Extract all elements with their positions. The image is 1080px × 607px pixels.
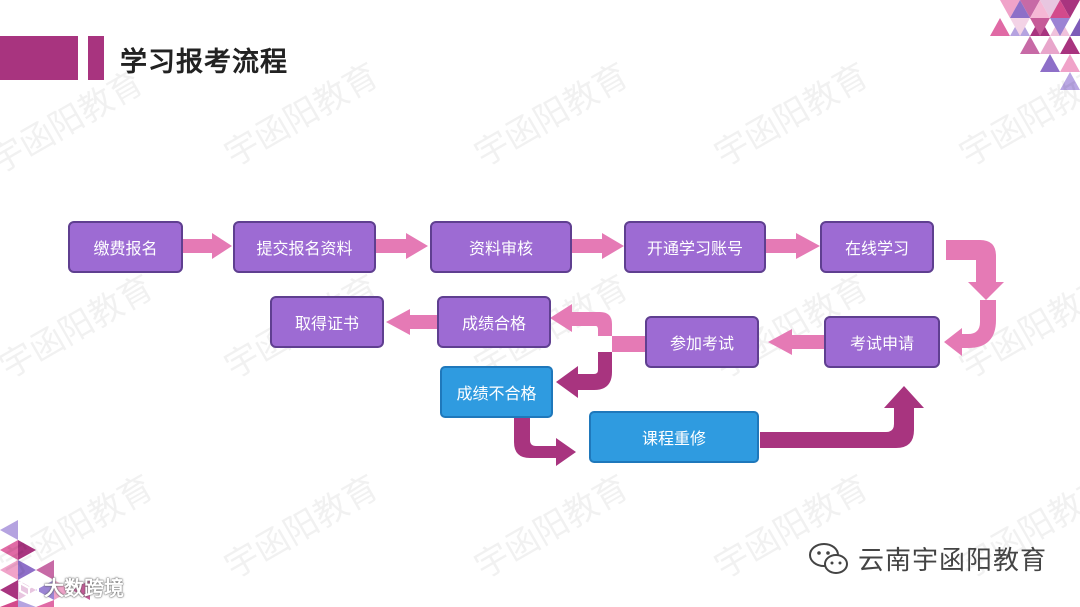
arrow-apply-to-exam xyxy=(768,329,824,355)
arrow-exam-to-fail xyxy=(556,352,612,398)
bottom-logo-text: 大数跨境 xyxy=(44,572,124,601)
arrow-pay-to-submit xyxy=(182,233,232,259)
bottom-logo: 大数跨境 xyxy=(18,572,124,601)
step-retake: 课程重修 xyxy=(589,411,759,463)
step-apply: 考试申请 xyxy=(824,316,940,368)
arrow-fail-to-retake xyxy=(514,418,576,466)
arrow-pass-to-cert xyxy=(386,309,437,335)
arrow-online-to-apply-return xyxy=(944,300,996,356)
footer-brand: 云南宇函阳教育 xyxy=(808,540,1047,577)
cube-logo-icon xyxy=(18,576,40,598)
arrow-exam-to-pass xyxy=(550,304,612,336)
arrow-submit-to-review xyxy=(376,233,428,259)
arrow-retake-to-apply xyxy=(760,432,864,448)
wechat-icon xyxy=(808,541,850,577)
arrow-online-to-apply xyxy=(946,240,1004,300)
step-online: 在线学习 xyxy=(820,221,934,273)
connector-exam xyxy=(612,336,646,352)
arrow-retake-to-apply-up xyxy=(864,386,924,448)
step-submit: 提交报名资料 xyxy=(233,221,376,273)
step-fail: 成绩不合格 xyxy=(440,366,553,418)
step-review: 资料审核 xyxy=(430,221,572,273)
step-cert: 取得证书 xyxy=(270,296,384,348)
brand-name: 云南宇函阳教育 xyxy=(858,540,1047,577)
step-account: 开通学习账号 xyxy=(624,221,766,273)
step-pay: 缴费报名 xyxy=(68,221,183,273)
step-exam: 参加考试 xyxy=(645,316,759,368)
arrow-account-to-online xyxy=(766,233,820,259)
arrow-review-to-account xyxy=(572,233,624,259)
step-pass: 成绩合格 xyxy=(437,296,551,348)
